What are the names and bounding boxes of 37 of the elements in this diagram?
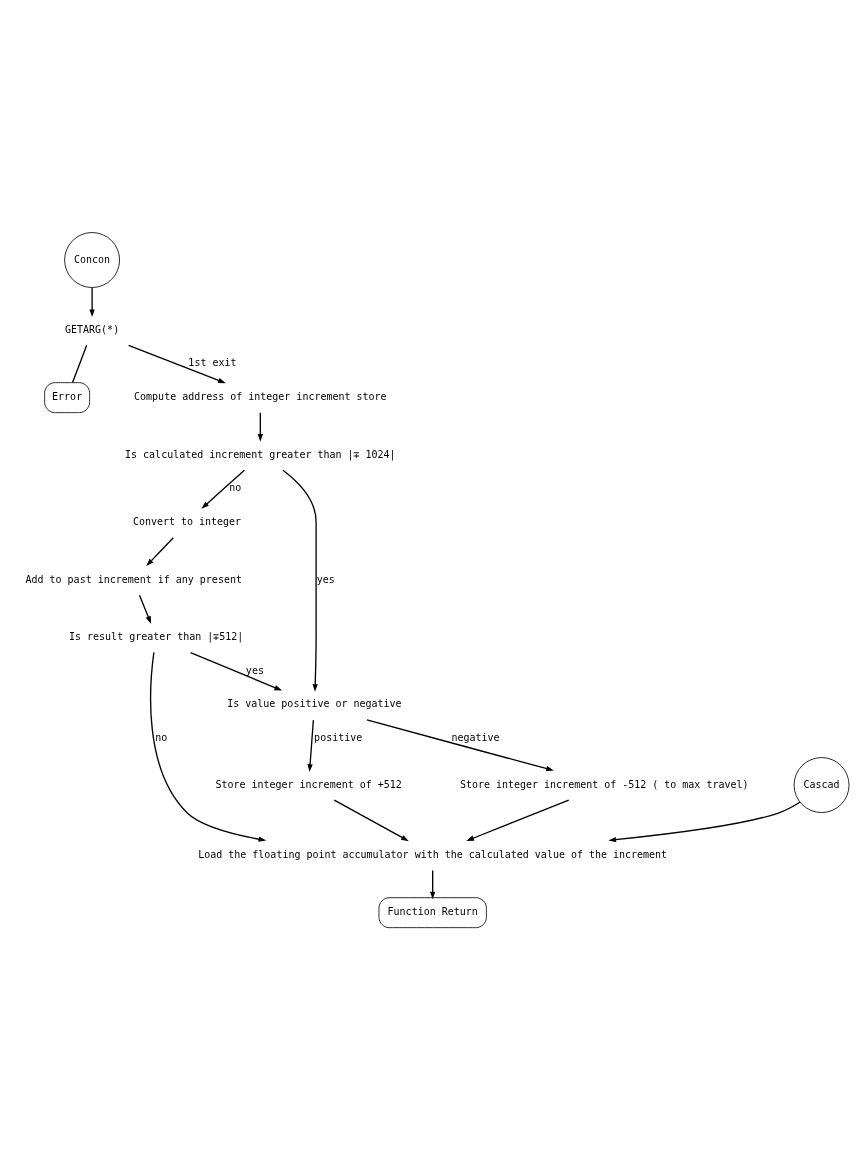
edge-label: no — [155, 732, 168, 744]
arrow — [201, 469, 246, 509]
arrow — [430, 869, 436, 900]
arrow — [138, 594, 152, 624]
arrow — [257, 412, 263, 442]
edge-label: 1st exit — [188, 357, 237, 369]
edge-label: negative — [451, 732, 500, 744]
node-text: Store integer increment of +512 — [215, 778, 402, 790]
node-text: Load the floating point accumulator with the calculated value of the increment — [198, 848, 668, 860]
node-text: Is calculated increment greater than |∓ 1024| — [125, 448, 396, 460]
arrow — [608, 801, 801, 843]
node-text: Convert to integer — [132, 516, 242, 528]
edge-label: yes — [245, 664, 264, 676]
edge-label: yes — [316, 573, 335, 585]
arrow — [146, 537, 174, 567]
edge-label: positive — [314, 732, 363, 744]
arrow — [189, 651, 283, 691]
node-text: Is result greater than |∓512| — [69, 631, 244, 643]
arrow — [466, 799, 570, 841]
connector — [71, 344, 88, 384]
node-text: Add to past increment if any present — [25, 573, 242, 585]
node-box: Error — [44, 382, 90, 414]
node-text: Compute address of integer increment store — [134, 391, 387, 403]
node-text: Is value positive or negative — [227, 698, 402, 710]
edge-label: no — [229, 482, 242, 494]
arrow — [366, 719, 554, 772]
arrow — [89, 287, 95, 318]
node-circle: Cascad — [793, 757, 850, 813]
arrow — [333, 799, 409, 842]
node-box: Function Return — [378, 897, 487, 929]
node-text: GETARG(*) — [65, 323, 120, 335]
arrow — [127, 344, 226, 384]
node-text: Store integer increment of -512 ( to max travel) — [459, 778, 749, 790]
arrow — [282, 469, 318, 692]
arrow — [307, 719, 315, 772]
node-circle: Concon — [64, 232, 120, 288]
arrow — [149, 651, 267, 842]
